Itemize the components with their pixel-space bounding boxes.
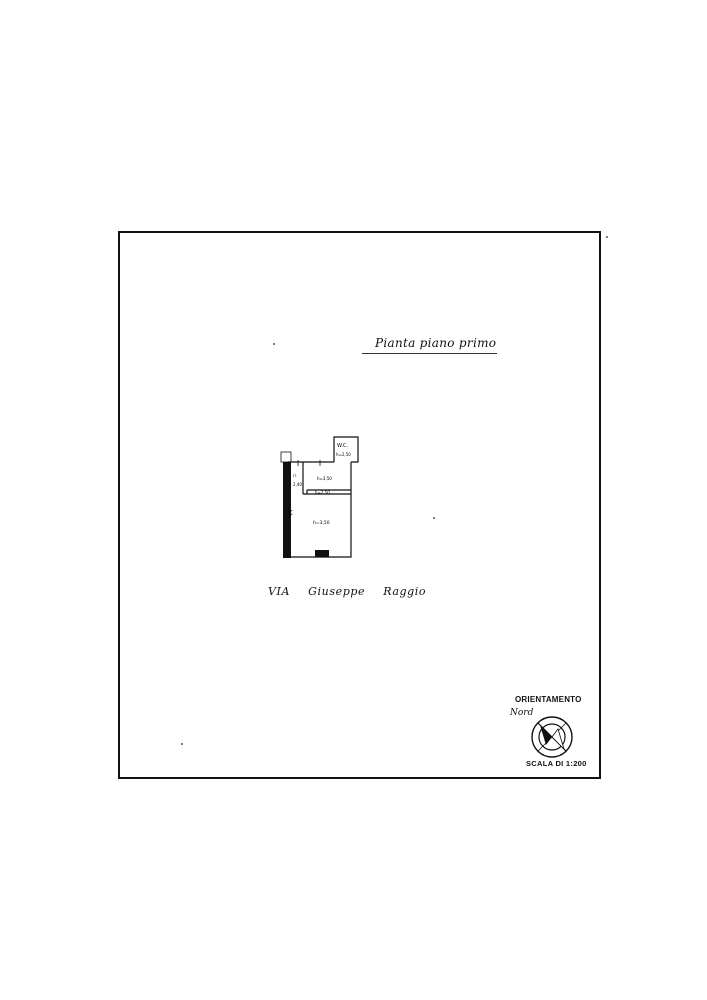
thick-wall — [283, 462, 291, 558]
storage-label: ri. — [293, 473, 297, 478]
scan-speck — [606, 236, 608, 238]
plan-title: Pianta piano primo — [375, 336, 497, 350]
orientation-label: ORIENTAMENTO — [515, 695, 582, 704]
scan-speck — [433, 517, 435, 519]
north-label: Nord — [510, 708, 534, 718]
wc-label: W.C. — [337, 443, 348, 449]
window-block — [315, 550, 329, 557]
compass-icon — [531, 716, 573, 758]
street-name-1: Giuseppe — [308, 585, 366, 598]
street-prefix: VIA — [268, 585, 291, 598]
title-underline — [362, 353, 497, 354]
scan-speck — [273, 343, 275, 345]
scale-label: SCALA DI 1:200 — [526, 759, 587, 768]
wc-height: h=2,50 — [336, 452, 351, 457]
floor-plan: W.C. h=2,50 ri. 2,40 h=3,50 h=2,50 h=3,5… — [280, 436, 359, 558]
ceiling-note: h=2,50 — [315, 490, 330, 495]
storage-height: 2,40 — [293, 482, 302, 487]
kitchen-label: K — [288, 509, 293, 517]
scan-speck — [181, 743, 183, 745]
street-name-2: Raggio — [383, 585, 427, 598]
street-label: VIA Giuseppe Raggio — [268, 585, 440, 598]
balcony-rail — [280, 451, 292, 463]
upper-room-height: h=3,50 — [317, 476, 332, 481]
drawing-frame — [118, 231, 601, 779]
main-room-height: h=3,50 — [313, 520, 330, 526]
